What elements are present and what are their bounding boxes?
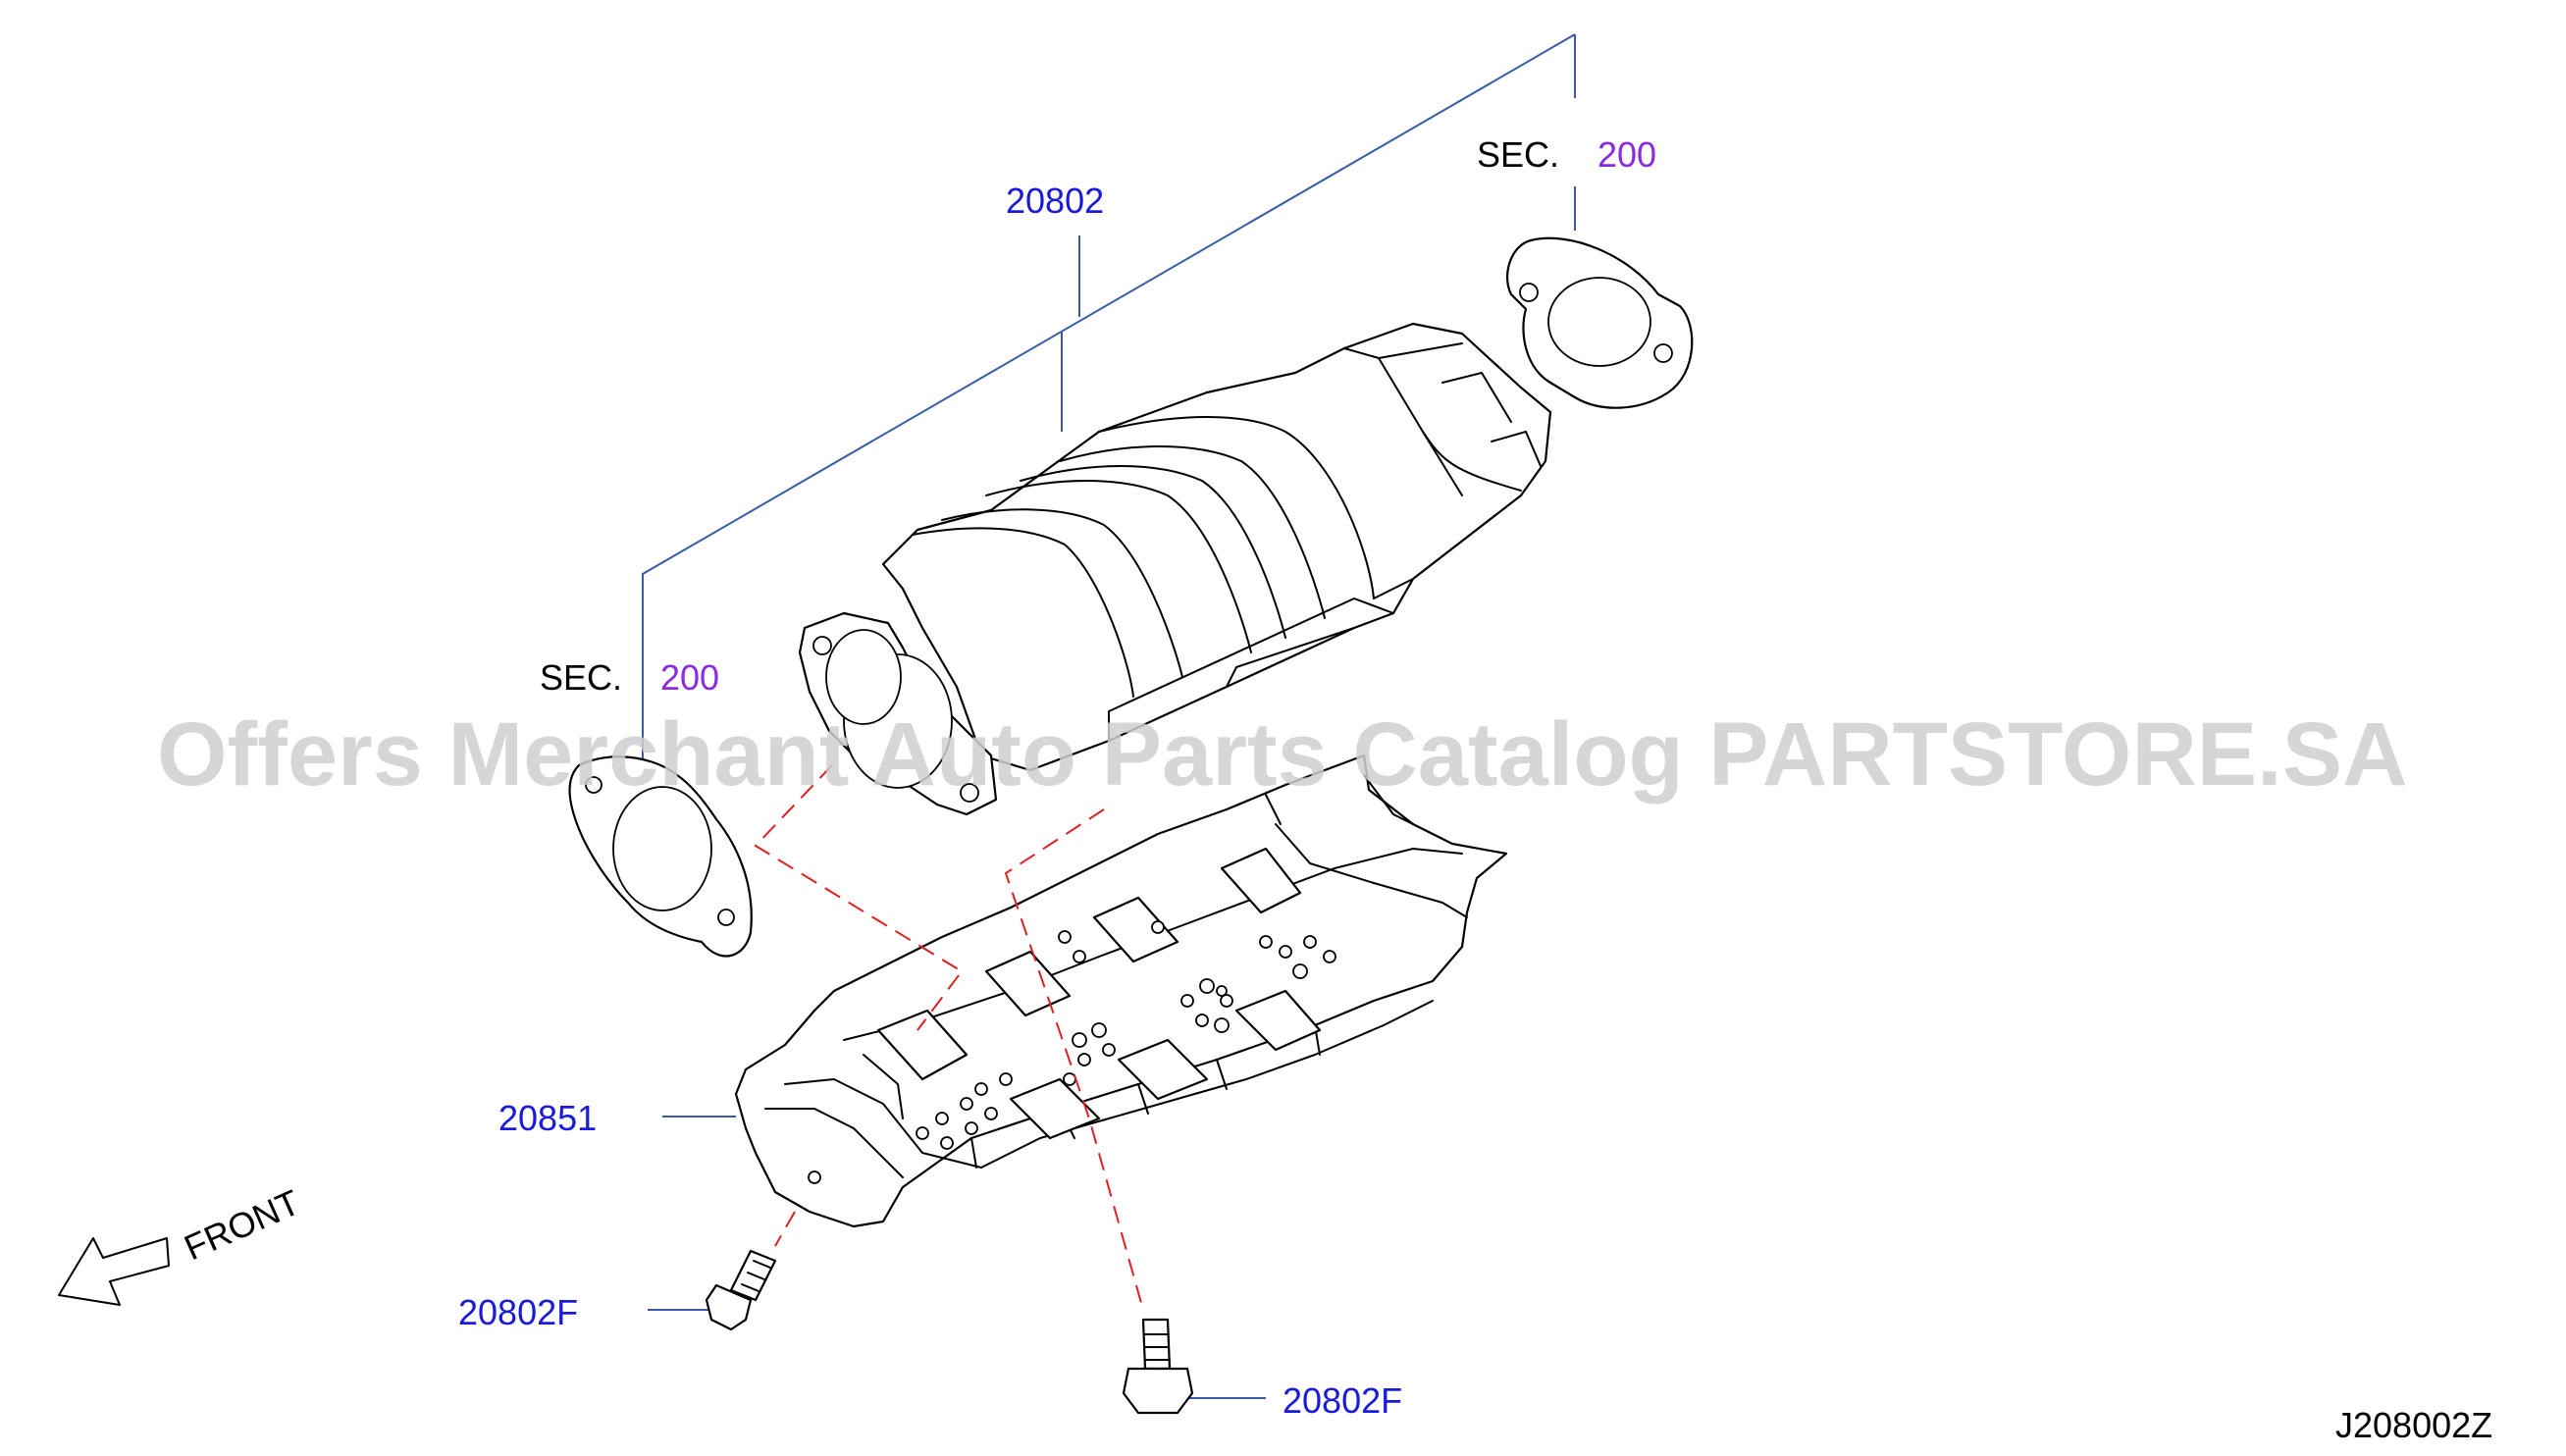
section-ref-upper-prefix: SEC. (1477, 134, 1559, 175)
inlet-flange (798, 611, 998, 816)
section-ref-upper-number[interactable]: 200 (1597, 134, 1656, 175)
catalytic-converter (881, 322, 1552, 772)
gasket-left (568, 755, 753, 958)
label-bolt-left[interactable]: 20802F (458, 1292, 578, 1332)
watermark: Offers Merchant Auto Parts Catalog PARTS… (157, 704, 2408, 805)
label-heat-shield[interactable]: 20851 (498, 1098, 597, 1138)
figure-code: J208002Z (2335, 1405, 2492, 1445)
heat-shield (734, 754, 1508, 1228)
front-direction-label: FRONT (179, 1181, 306, 1268)
front-arrow-icon (58, 1237, 170, 1306)
bolt-right (1122, 1318, 1194, 1415)
label-bolt-right[interactable]: 20802F (1283, 1380, 1402, 1421)
section-ref-lower-number[interactable]: 200 (660, 657, 719, 698)
bolt-left (705, 1249, 777, 1331)
section-ref-lower-prefix: SEC. (540, 657, 622, 698)
label-converter[interactable]: 20802 (1006, 181, 1104, 221)
dashed-guides (754, 764, 1144, 1311)
heat-shield-perforations (808, 920, 1336, 1184)
leader-lines (642, 33, 1576, 1399)
gasket-right (1506, 236, 1694, 409)
